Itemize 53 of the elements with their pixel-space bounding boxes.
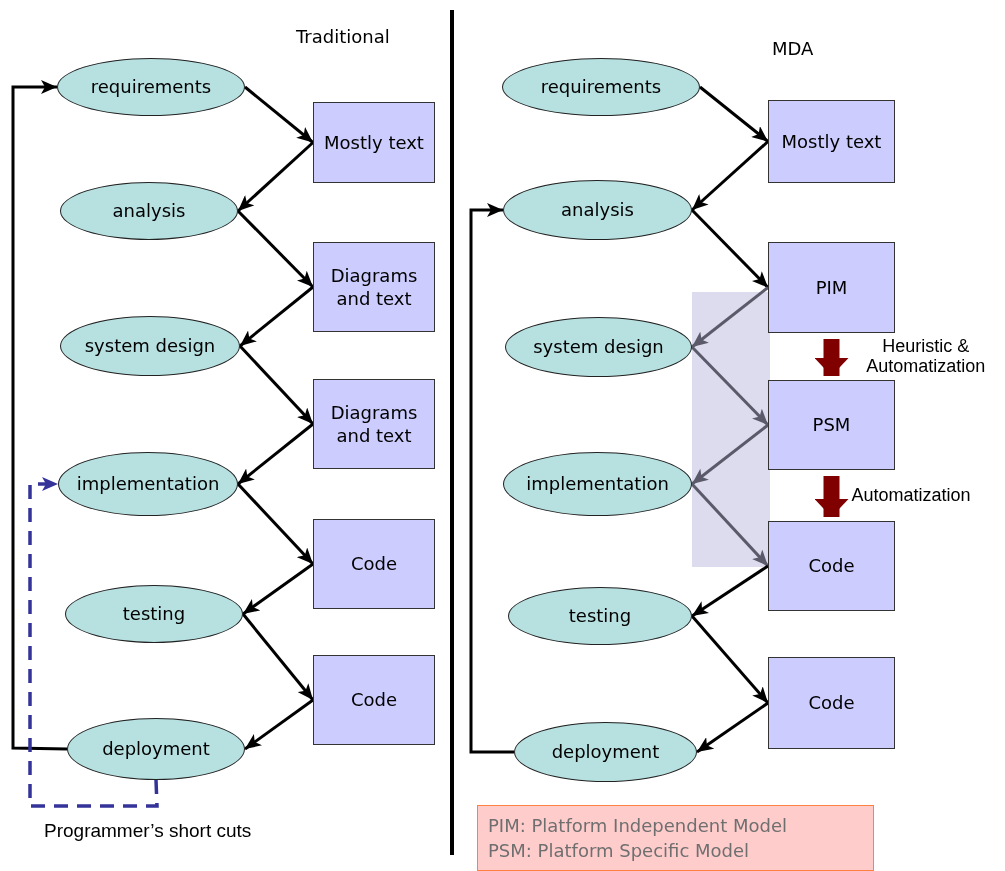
process-box: Diagrams and text <box>313 379 435 469</box>
note-text: PSM: Platform Specific Model <box>488 839 750 863</box>
arrow <box>241 613 315 701</box>
process-box: Code <box>313 519 435 609</box>
process-box: Mostly text <box>768 100 895 183</box>
arrow <box>691 423 769 486</box>
block-arrow <box>814 476 849 517</box>
ellipse-node: implementation <box>503 452 692 516</box>
ellipse-node: deployment <box>67 718 245 780</box>
ellipse-node: analysis <box>60 182 238 240</box>
process-box: PSM <box>768 380 895 470</box>
column-heading: Traditional <box>296 26 390 47</box>
arrow <box>28 477 159 808</box>
arrow <box>11 80 68 751</box>
arrow <box>696 701 769 754</box>
process-box: Code <box>313 655 435 745</box>
ellipse-node: analysis <box>503 180 692 240</box>
arrow <box>237 422 314 486</box>
ellipse-node: testing <box>508 587 692 645</box>
process-box: Diagrams and text <box>313 242 435 332</box>
arrow <box>244 698 314 751</box>
arrow <box>690 615 770 704</box>
arrow <box>242 562 314 616</box>
ellipse-node: requirements <box>502 58 700 116</box>
note-box <box>477 805 874 871</box>
arrow <box>469 203 514 754</box>
arrow <box>691 286 769 349</box>
ellipse-node: requirements <box>57 58 245 116</box>
arrow <box>690 208 770 289</box>
arrow <box>238 344 315 426</box>
block-arrow <box>814 339 849 376</box>
arrow <box>236 209 315 289</box>
column-heading: MDA <box>772 38 814 59</box>
ellipse-node: system design <box>505 317 692 377</box>
arrow <box>691 564 769 618</box>
arrow <box>691 140 769 212</box>
annotation-text: Programmer’s short cuts <box>44 820 252 842</box>
note-text: PIM: Platform Independent Model <box>488 813 787 838</box>
arrow <box>239 285 314 348</box>
ellipse-node: deployment <box>514 722 697 782</box>
arrow <box>690 345 770 427</box>
arrow <box>244 85 314 144</box>
process-box: Mostly text <box>313 102 435 183</box>
arrow <box>236 482 315 566</box>
arrow <box>699 85 769 143</box>
ellipse-node: system design <box>60 316 240 376</box>
process-box: Code <box>768 521 895 611</box>
arrow <box>690 483 770 567</box>
process-box: Code <box>768 657 895 749</box>
ellipse-node: implementation <box>58 452 238 516</box>
process-box: PIM <box>768 242 895 333</box>
ellipse-node: testing <box>65 585 243 643</box>
arrow <box>237 141 314 213</box>
